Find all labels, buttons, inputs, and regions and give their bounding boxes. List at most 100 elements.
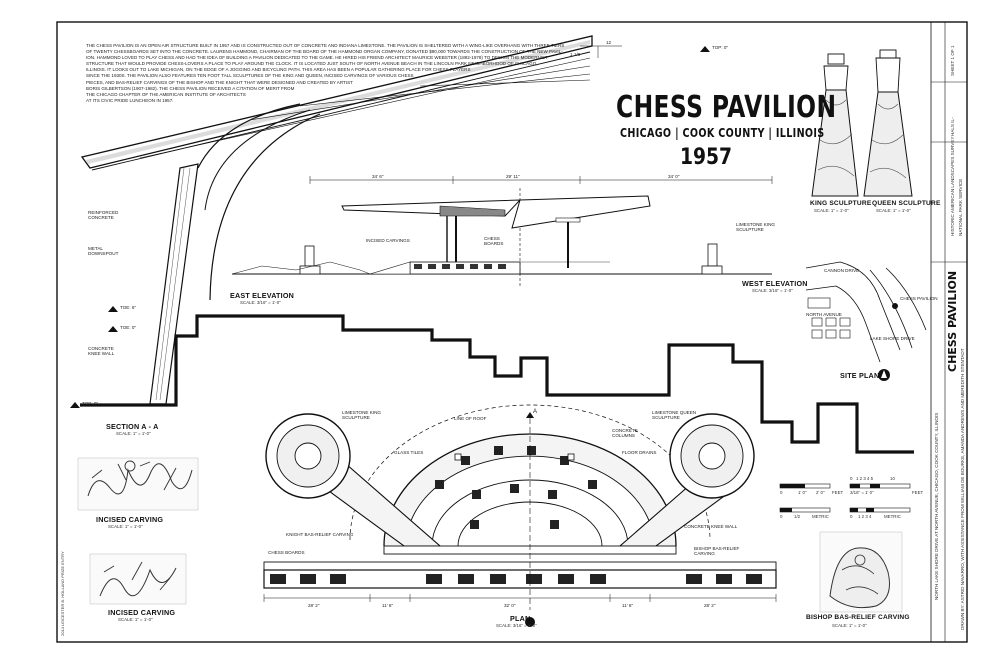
label-knee-wall: CONCRETE KNEE WALL — [88, 346, 115, 357]
description-line: OF TWENTY CHESSBOARDS SET INTO THE CONCR… — [86, 49, 563, 55]
section-scale: SCALE: 1" = 1'-0" — [116, 431, 151, 436]
title-block-line-0: NORTH LAKE SHORE DRIVE AT NORTH AVENUE, … — [934, 412, 939, 600]
description-line: ION. HAMMOND LOVED TO PLAY CHESS AND HAD… — [86, 55, 548, 61]
elevation-drawing — [231, 176, 773, 286]
site-plan-caption: SITE PLAN — [840, 371, 880, 380]
description-line: ILLINOIS. IT LOOKS OUT TO LAKE MICHIGAN,… — [86, 67, 471, 73]
incised-carving-scale-1: SCALE: 1" = 1'-0" — [108, 524, 143, 529]
scale1-tick-0: 0 — [780, 490, 783, 495]
dim-roof-slope: 1 1/8 — [570, 52, 581, 57]
incised-carving-scale-2: SCALE: 1" = 1'-0" — [118, 617, 153, 622]
dim-plan-2: 11' 6" — [382, 603, 394, 608]
description-line: THE CHICAGO CHAPTER OF THE AMERICAN INST… — [86, 91, 246, 97]
incised-carving-caption-1: INCISED CARVING — [96, 515, 164, 524]
scale1-unit: FEET — [832, 490, 844, 495]
label-chess-boards: CHESS BOARDS — [484, 236, 504, 247]
title-block-title: CHESS PAVILION — [946, 270, 959, 372]
plan-caption: PLAN — [510, 614, 531, 623]
label-limestone-king: LIMESTONE KING SCULPTURE — [736, 222, 775, 233]
prize-entry-text: 2014 LEICESTER B. HOLLAND PRIZE ENTRY — [60, 551, 65, 636]
description-line: AT ITS CIVIC PRIDE LUNCHEON IN 1957. — [86, 97, 174, 103]
description-text: THE CHESS PAVILION IS AN OPEN AIR STRUCT… — [86, 43, 596, 104]
drawing-year: 1957 — [680, 145, 733, 170]
label-knight-relief: KNIGHT BAS-RELIEF CARVING — [286, 532, 354, 537]
queen-scale: SCALE: 1" = 1'-0" — [876, 208, 911, 213]
bishop-caption: BISHOP BAS-RELIEF CARVING — [806, 614, 910, 621]
west-elevation-caption: WEST ELEVATION — [742, 279, 808, 288]
scale1-metric-0: 0 — [780, 514, 783, 519]
title-block-line-1: DRAWN BY: ASTRID NAVARRO, WITH ASSISTANC… — [960, 348, 965, 630]
dim-plan-3: 32' 0" — [504, 603, 516, 608]
drawing-subtitle: CHICAGO | COOK COUNTY | ILLINOIS — [620, 126, 825, 140]
ground-profile — [80, 314, 914, 454]
incised-carving-1-drawing — [77, 457, 199, 511]
scale1-metric-label: METRIC — [812, 514, 829, 519]
dim-plan-4: 11' 6" — [622, 603, 634, 608]
king-scale: SCALE: 1" = 1'-0" — [814, 208, 849, 213]
label-knee-wall-plan: CONCRETE KNEE WALL — [684, 524, 738, 529]
king-sculpture-drawing — [811, 53, 859, 197]
incised-carving-caption-2: INCISED CARVING — [108, 608, 176, 617]
sheet-border — [56, 21, 968, 643]
east-elevation-scale: SCALE: 3/16" = 1'-0" — [240, 300, 281, 305]
site-label-lake-shore: LAKE SHORE DRIVE — [870, 336, 915, 341]
dim-elev-left: 34' 6" — [372, 174, 384, 179]
scale2-unit: FEET — [912, 490, 924, 495]
site-label-north-ave: NORTH AVENUE — [806, 312, 842, 317]
description-line: STRUCTURE THAT WOULD PROVIDE CHESS-LOVER… — [86, 61, 538, 67]
section-caption: SECTION A - A — [106, 422, 159, 431]
east-elevation-caption: EAST ELEVATION — [230, 291, 295, 300]
elev-mark-2: TOE: 0" — [120, 325, 137, 330]
elev-mark-1: TOE: 6" — [120, 305, 137, 310]
dim-elev-right: 34' 0" — [668, 174, 680, 179]
dim-plan-1: 28' 2" — [308, 603, 320, 608]
dim-elev-mid: 29' 11" — [506, 174, 520, 179]
scale2-tick-1: 1 2 3 4 5 — [856, 476, 874, 481]
scale1-tick-2: 2' 0" — [816, 490, 825, 495]
incised-carving-2-drawing — [89, 553, 187, 605]
description-line: BORIS GILBERTSON (1907-1982). THE CHESS … — [86, 85, 295, 91]
scale2-metric-0: 0 — [850, 514, 853, 519]
title-block-line-4: HALS IL- — [950, 117, 955, 136]
scale2-metric-label: METRIC — [884, 514, 901, 519]
label-metal-downspout: METAL DOWNSPOUT — [88, 246, 119, 257]
title-block-line-2: HISTORIC AMERICAN LANDSCAPES SURVEY — [950, 136, 955, 236]
description-line: PIECES, AND BAS-RELIEF CARVINGS OF THE B… — [86, 79, 353, 85]
label-glass-tiles: GLASS TILES — [394, 450, 424, 455]
queen-caption: QUEEN SCULPTURE — [872, 200, 941, 207]
plan-scale: SCALE: 3/16" = 1'-0" — [496, 623, 537, 628]
elev-mark-3: TOP: 0" — [82, 401, 99, 406]
plan-north-icon — [525, 617, 535, 627]
label-incised-carvings: INCISED CARVINGS — [366, 238, 410, 243]
king-caption: KING SCULPTURE — [810, 200, 872, 207]
label-limestone-king-plan: LIMESTONE KING SCULPTURE — [342, 410, 381, 421]
description-line: SINCE THE 1930s. THE PAVILION ALSO FEATU… — [86, 73, 414, 79]
section-roof — [80, 35, 593, 405]
scale2-tick-2: 10 — [890, 476, 895, 481]
bishop-carving-drawing — [819, 531, 903, 613]
plan-drawing — [263, 404, 777, 610]
description-line: THE CHESS PAVILION IS AN OPEN AIR STRUCT… — [86, 43, 565, 48]
scale1-metric-1: 1/2 — [794, 514, 801, 519]
label-limestone-queen: LIMESTONE QUEEN SCULPTURE — [652, 410, 697, 421]
label-bishop-relief: BISHOP BAS-RELIEF CARVING — [694, 546, 740, 557]
label-chess-boards-plan: CHESS BOARDS — [268, 550, 305, 555]
elevation-markers — [70, 46, 710, 408]
site-label-cannon: CANNON DRIVE — [824, 268, 860, 273]
elev-mark-top: TOP: 0" — [712, 45, 729, 50]
label-concrete-columns: CONCRETE COLUMNS — [612, 428, 638, 439]
scale2-label: 3/16" = 1' 0" — [850, 490, 874, 495]
label-line-of-roof: LINE OF ROOF — [454, 416, 487, 421]
scale1-tick-1: 1' 0" — [798, 490, 807, 495]
title-block-line-3: NATIONAL PARK SERVICE — [958, 178, 963, 236]
west-elevation-scale: SCALE: 3/16" = 1'-0" — [752, 288, 793, 293]
site-plan-drawing — [805, 261, 927, 381]
site-label-pavilion: CHESS PAVILION — [900, 296, 938, 301]
bishop-scale: SCALE: 1" = 1'-0" — [832, 623, 867, 628]
scale-bars — [779, 483, 911, 513]
scale2-tick-0: 0 — [850, 476, 853, 481]
section-mark-a: A — [533, 409, 538, 415]
label-reinforced-concrete: REINFORCED CONCRETE — [88, 210, 119, 221]
